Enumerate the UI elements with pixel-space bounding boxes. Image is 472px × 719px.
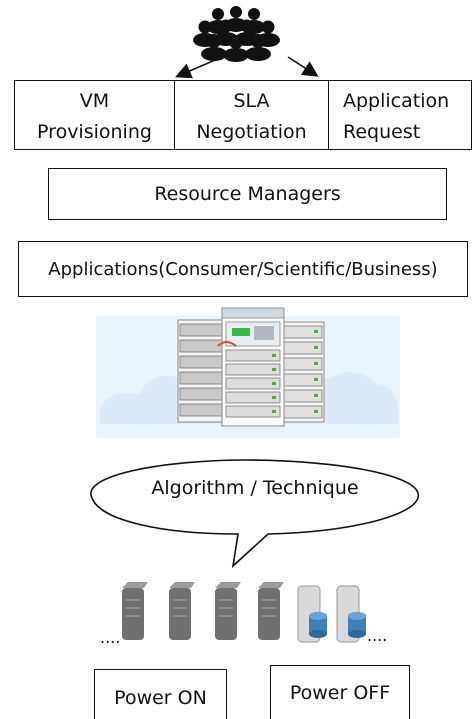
datacenter-rack-illustration <box>96 307 400 438</box>
vm-provisioning-line1: VM <box>79 90 110 112</box>
sla-negotiation-cell: SLA Negotiation <box>175 81 329 149</box>
server-icon-2 <box>169 582 195 640</box>
applications-label: Applications(Consumer/Scientific/Busines… <box>48 258 438 280</box>
ellipsis-right: .... <box>367 626 388 645</box>
request-table: VM Provisioning SLA Negotiation Applicat… <box>14 80 472 150</box>
users-arrows <box>175 56 319 79</box>
users-group-icon <box>193 6 280 62</box>
database-server-icon-1 <box>297 585 327 643</box>
application-request-cell: Application Request <box>329 81 472 149</box>
power-on-label: Power ON <box>114 686 207 709</box>
algorithm-label: Algorithm / Technique <box>151 477 359 499</box>
power-off-box: Power OFF <box>270 665 410 719</box>
arrow-right <box>287 56 319 77</box>
resource-managers-label: Resource Managers <box>154 183 341 205</box>
algorithm-callout-text-wrap: Algorithm / Technique <box>90 468 420 508</box>
sla-negotiation-line1: SLA <box>233 90 270 112</box>
server-icon-1 <box>122 582 148 640</box>
applications-box: Applications(Consumer/Scientific/Busines… <box>18 241 468 297</box>
ellipsis-left: .... <box>100 628 121 647</box>
application-request-line2: Request <box>343 121 421 143</box>
power-off-label: Power OFF <box>289 681 391 704</box>
servers-row <box>122 582 366 643</box>
server-icon-3 <box>215 582 241 640</box>
application-request-line1: Application <box>343 90 450 112</box>
vm-provisioning-cell: VM Provisioning <box>15 81 175 149</box>
power-on-box: Power ON <box>94 669 227 719</box>
arrow-left <box>175 56 223 79</box>
server-icon-4 <box>258 582 284 640</box>
database-server-icon-2 <box>336 585 366 643</box>
algorithm-callout-bubble <box>90 459 419 569</box>
sla-negotiation-line2: Negotiation <box>196 121 307 143</box>
resource-managers-box: Resource Managers <box>48 168 447 220</box>
vm-provisioning-line2: Provisioning <box>37 121 152 143</box>
